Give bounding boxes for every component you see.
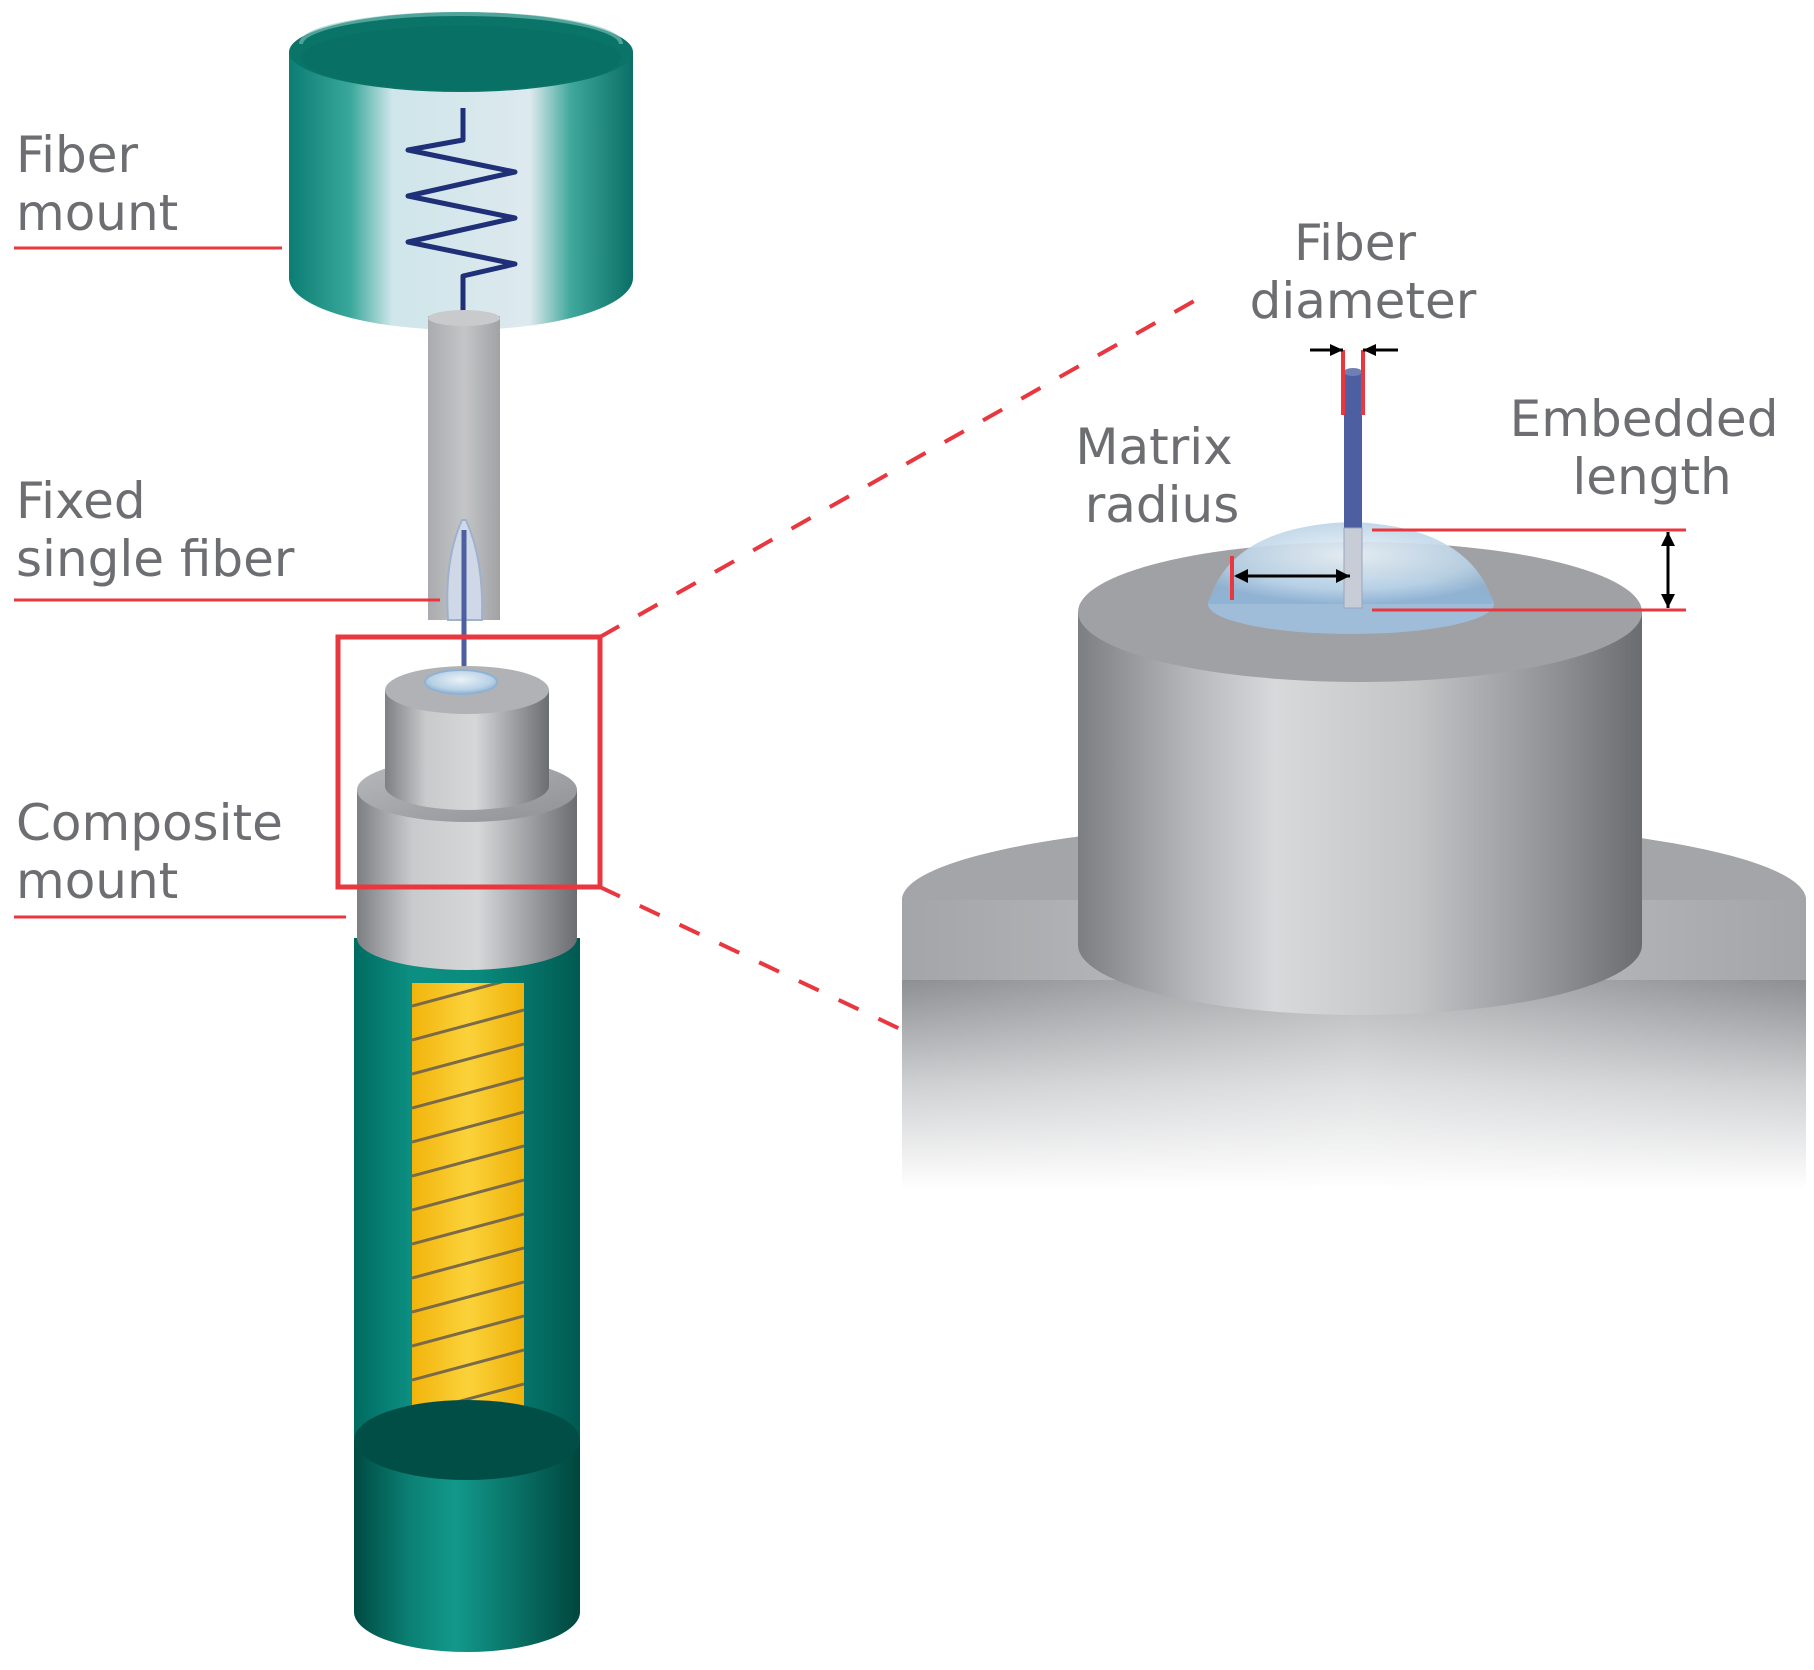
composite-mount-label: Composite mount [16,794,299,910]
fiber-diameter-label: Fiber diameter [1250,214,1477,330]
thread-lines [412,983,524,1431]
composite-mount-collar [357,666,577,970]
fixed-single-fiber-shape [446,519,484,668]
fixed-single-fiber-label: Fixed single fiber [16,472,295,588]
embedded-length-dimension [1372,528,1686,612]
zoom-line-top [599,290,1211,639]
zoom-box [335,634,603,890]
composite-mount-tube [354,938,580,1652]
spring-icon [405,108,518,318]
fiber-diameter-dimension [1310,344,1398,415]
matrix-radius-label: Matrix radius [1075,418,1248,534]
fiber-mount-label: Fiber mount [16,126,178,242]
embedded-fiber [1343,368,1363,609]
fiber-mount-shape [289,12,633,330]
embedded-length-label: Embedded length [1510,390,1795,506]
matrix-radius-dimension [1230,556,1350,600]
